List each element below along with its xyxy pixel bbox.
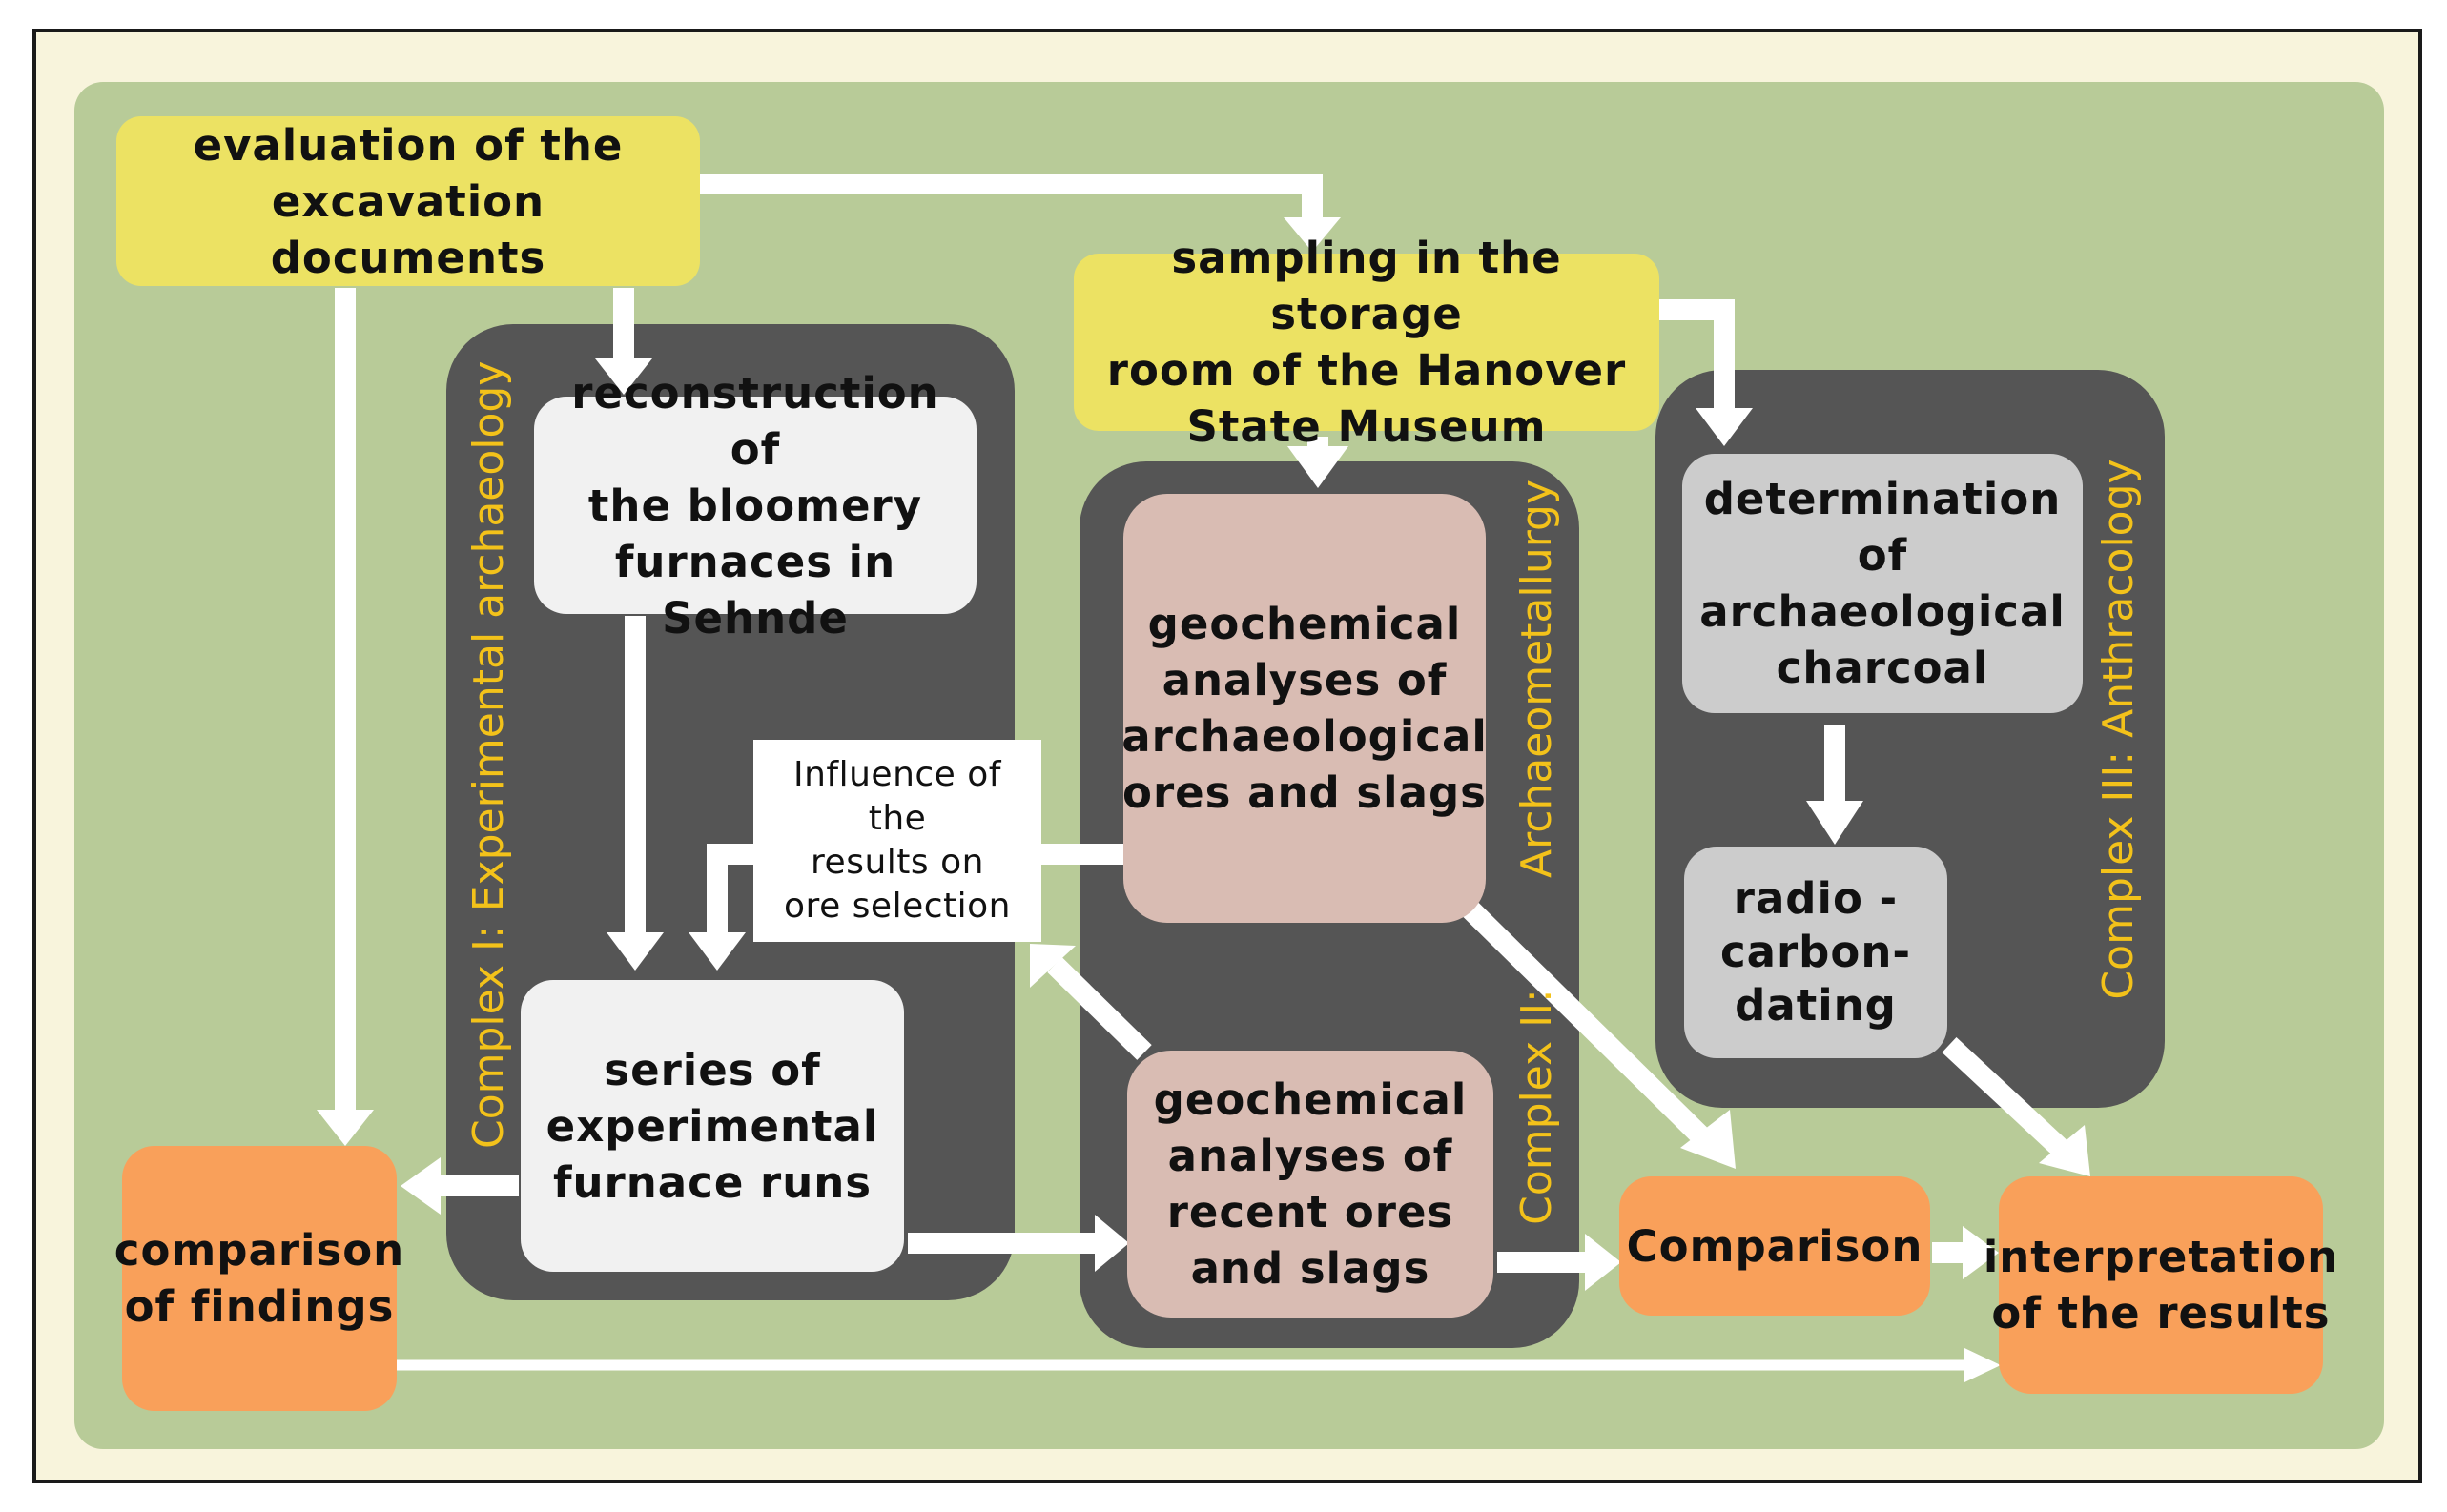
sampling-node: sampling in the storage room of the Hano… [1074, 233, 1659, 452]
geo-recent-node: geochemical analyses of recent ores and … [1127, 1051, 1493, 1318]
complex-2-label: Complex II: [1512, 989, 1561, 1225]
arrowhead-geo-archaeological [1287, 446, 1348, 488]
complex-3-label: Complex III: Anthracology [2094, 459, 2143, 1000]
arrow-geo-recent-to-influence [1047, 957, 1152, 1060]
comparison-node: Comparison [1619, 1176, 1930, 1316]
comparison-findings-label: comparison of findings [113, 1225, 405, 1332]
arrowhead-interpretation-bottom [1964, 1348, 2001, 1382]
arrow-evaluation-to-sampling [700, 174, 1323, 219]
geo-archaeological-node: geochemical analyses of archaeological o… [1121, 494, 1488, 923]
interpretation-label: interpretation of the results [1983, 1232, 2339, 1338]
comparison-label: Comparison [1626, 1220, 1923, 1272]
arrowhead-comparison-findings-top [317, 1110, 374, 1146]
influence-note: Influence of the results on ore selectio… [753, 740, 1041, 942]
arrowhead-series-from-reconstruction [607, 932, 664, 971]
arrowhead-radiocarbon [1806, 801, 1863, 845]
arrow-sampling-to-charcoal [1659, 299, 1735, 410]
complex-2-label-archaeometallurgy: Archaeometallurgy [1512, 479, 1561, 878]
charcoal-label: determination of archaeological charcoal [1699, 474, 2066, 693]
arrowhead-influence [1030, 944, 1076, 988]
charcoal-node: determination of archaeological charcoal [1682, 454, 2083, 713]
arrowhead-interpretation-left [1963, 1226, 1999, 1279]
comparison-findings-node: comparison of findings [114, 1146, 403, 1411]
arrowhead-geo-recent [1095, 1215, 1129, 1272]
arrowhead-series-from-influence [689, 932, 746, 971]
arrowhead-comparison-left [1680, 1110, 1736, 1169]
arrowhead-comparison-findings-left [401, 1157, 441, 1215]
evaluation-node: evaluation of the excavation documents [116, 116, 700, 286]
arrowhead-charcoal [1696, 408, 1753, 446]
sampling-label: sampling in the storage room of the Hano… [1106, 233, 1627, 452]
arrow-radiocarbon-to-interpretation [1942, 1036, 2067, 1156]
evaluation-label: evaluation of the excavation documents [193, 119, 624, 283]
interpretation-node: interpretation of the results [1984, 1176, 2337, 1394]
arrowhead-sampling [1284, 217, 1341, 252]
radiocarbon-node: radio - carbon- dating [1684, 847, 1947, 1058]
reconstruction-node: reconstruction of the bloomery furnaces … [534, 368, 977, 644]
arrowhead-reconstruction [595, 358, 652, 395]
arrowhead-interpretation-top [2039, 1125, 2090, 1176]
arrow-geo-archaeological-to-comparison [1461, 900, 1711, 1146]
complex-1-label: Complex I: Experimental archaeology [464, 360, 513, 1149]
radiocarbon-label: radio - carbon- dating [1719, 873, 1912, 1031]
arrowhead-comparison-right [1585, 1234, 1621, 1291]
series-node: series of experimental furnace runs [521, 980, 904, 1272]
geo-recent-label: geochemical analyses of recent ores and … [1153, 1074, 1468, 1294]
influence-label: Influence of the results on ore selectio… [784, 755, 1011, 926]
reconstruction-label: reconstruction of the bloomery furnaces … [571, 367, 939, 644]
series-label: series of experimental furnace runs [545, 1044, 879, 1208]
geo-archaeological-label: geochemical analyses of archaeological o… [1121, 599, 1488, 818]
